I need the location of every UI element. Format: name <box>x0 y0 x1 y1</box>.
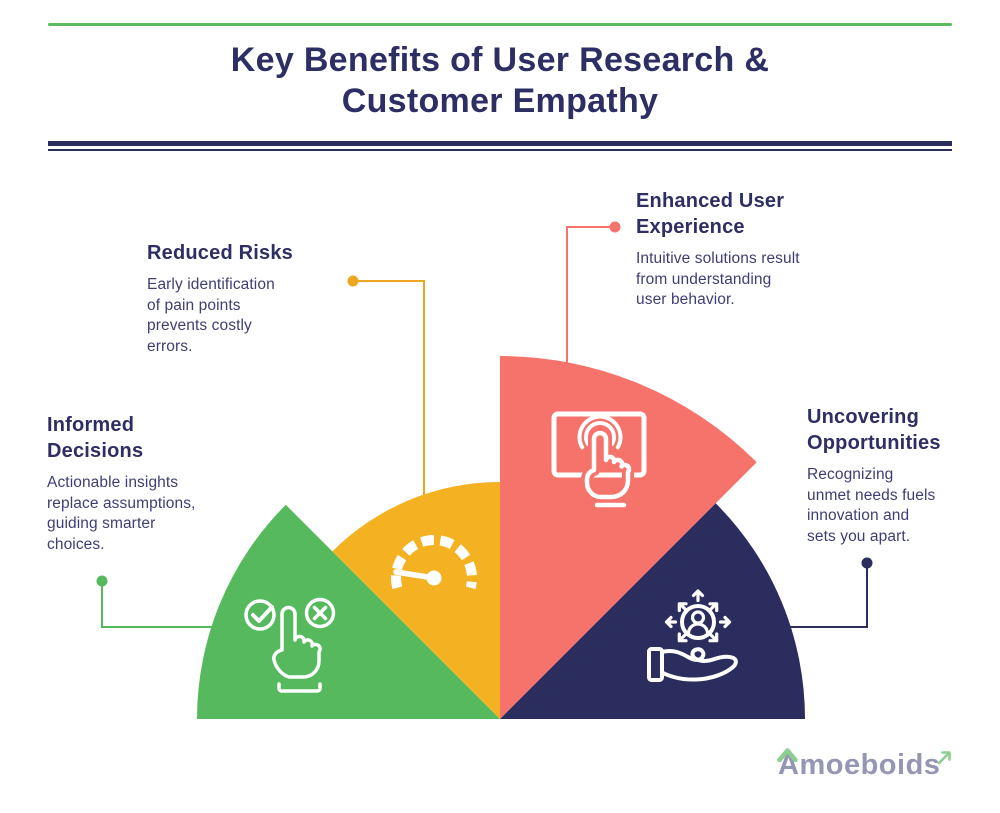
divider-thick-line <box>48 141 952 146</box>
connector-reduced-risks <box>347 275 425 505</box>
check-circle-icon <box>244 599 276 631</box>
page-title: Key Benefits of User Research & Customer… <box>230 41 770 120</box>
logo-rest: moeboids <box>799 749 941 781</box>
benefit-description: Early identification of pain points prev… <box>147 276 275 355</box>
benefit-description: Intuitive solutions result from understa… <box>636 250 800 308</box>
connector-dot <box>96 575 108 587</box>
wedge-informed-decisions <box>197 504 500 719</box>
x-circle-icon <box>304 597 336 629</box>
benefit-description: Actionable insights replace assumptions,… <box>47 474 196 553</box>
touchscreen-icon <box>551 411 647 508</box>
wedge-enhanced-user-experience <box>500 356 757 719</box>
radiating-arrows-icon <box>664 589 732 643</box>
top-rule <box>48 23 952 26</box>
title-divider <box>48 141 952 151</box>
logo-caret-icon <box>777 748 798 762</box>
connector-dot <box>861 557 873 569</box>
benefit-block-enhanced-user-experience: Enhanced User Experience Intuitive solut… <box>636 188 851 311</box>
benefit-block-reduced-risks: Reduced Risks Early identification of pa… <box>147 240 337 357</box>
logo: Amoeboids <box>777 747 953 783</box>
connector-uncovering-opportunities <box>770 557 873 628</box>
connector-dot <box>609 221 621 233</box>
divider-thin-line <box>48 148 952 151</box>
choice-hand-icon <box>244 597 336 693</box>
wrist-cuff <box>647 647 664 682</box>
connector-informed-decisions <box>96 575 230 628</box>
connector-enhanced-user-experience <box>566 221 621 370</box>
benefit-block-uncovering-opportunities: Uncovering Opportunities Recognizing unm… <box>807 404 977 547</box>
logo-text: Amoeboids <box>777 747 941 783</box>
benefit-title: Reduced Risks <box>147 242 293 264</box>
person-circle-icon <box>680 604 716 640</box>
benefit-block-informed-decisions: Informed Decisions Actionable insights r… <box>47 412 247 555</box>
wedge-reduced-risks <box>332 482 500 719</box>
speedometer-icon <box>391 534 477 590</box>
logo-arrow-icon <box>938 750 952 764</box>
opportunity-hand-icon <box>647 589 738 682</box>
wedge-uncovering-opportunities <box>500 503 805 719</box>
connector-dot <box>347 275 359 287</box>
benefit-description: Recognizing unmet needs fuels innovation… <box>807 466 936 545</box>
benefit-title: Uncovering Opportunities <box>807 406 941 454</box>
benefit-title: Informed Decisions <box>47 414 144 462</box>
benefit-title: Enhanced User Experience <box>636 190 785 238</box>
